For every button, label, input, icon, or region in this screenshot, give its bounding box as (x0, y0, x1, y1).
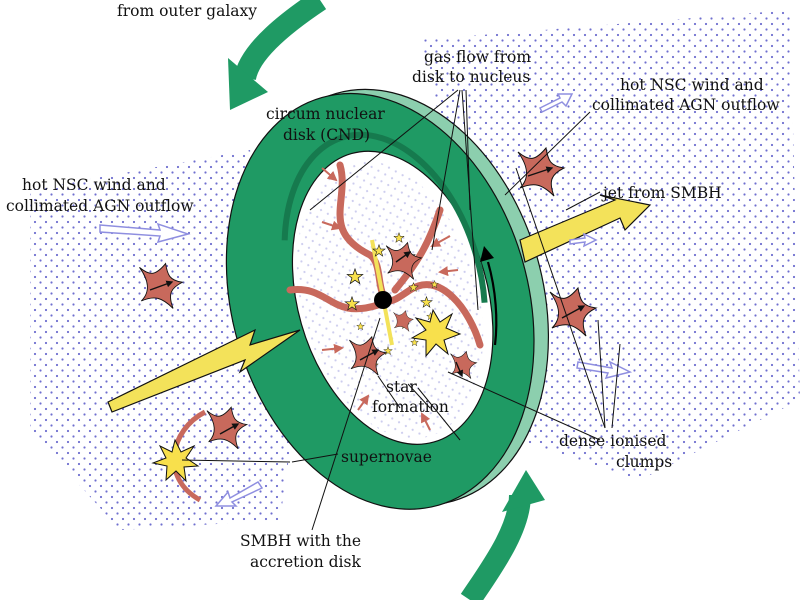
leader-lines (181, 89, 621, 531)
clump-motion-arrows (149, 166, 586, 435)
inflow-arrow-top (228, 0, 327, 110)
label-cnd-line1: circum nuclear (266, 105, 385, 123)
label-dense-clumps-line2: clumps (616, 453, 672, 471)
label-wind-right-line2: collimated AGN outflow (592, 96, 780, 114)
smbh-black-hole (374, 291, 392, 309)
label-smbh-line2: accretion disk (250, 553, 361, 571)
jet-left (107, 328, 301, 413)
label-supernovae: supernovae (341, 448, 432, 466)
label-from-outer-galaxy: from outer galaxy (117, 2, 257, 20)
jet-right (519, 194, 652, 263)
rotation-arrow (480, 246, 498, 346)
inflow-arrow-bottom (460, 470, 545, 605)
label-smbh-line1: SMBH with the (240, 532, 361, 550)
supernova-icon (151, 409, 207, 503)
label-star-formation-line2: formation (372, 398, 449, 416)
wind-outflow-arrows (99, 93, 633, 507)
label-wind-right-line1: hot NSC wind and (620, 76, 764, 94)
label-dense-clumps-line1: dense ionised (559, 432, 666, 450)
label-gas-flow-line1: gas flow from (424, 48, 531, 66)
label-jet-from-smbh: jet from SMBH (601, 184, 722, 202)
label-gas-flow-line2: disk to nucleus (412, 68, 530, 86)
star-formation-burst (410, 308, 462, 358)
label-cnd-line2: disk (CND) (283, 126, 370, 144)
label-wind-left-line2: collimated AGN outflow (6, 197, 194, 215)
label-wind-left-line1: hot NSC wind and (22, 176, 166, 194)
label-star-formation-line1: star (386, 378, 417, 396)
small-inflow-arrows (321, 167, 459, 431)
